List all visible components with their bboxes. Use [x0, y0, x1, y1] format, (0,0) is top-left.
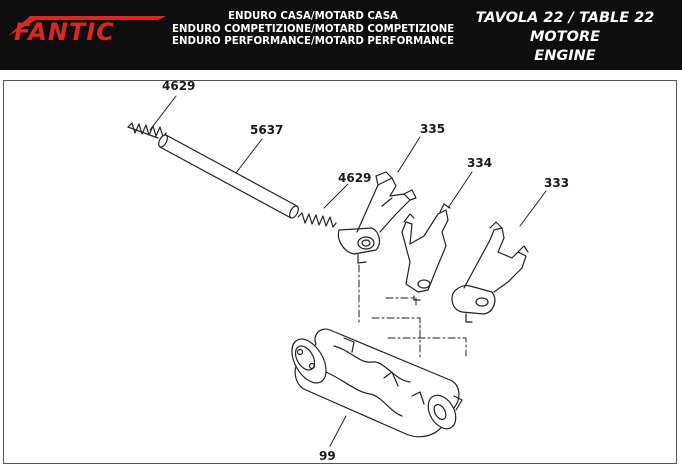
shift-fork-333 — [451, 221, 529, 323]
label-333: 333 — [544, 176, 569, 190]
section-italian: MOTORE — [529, 29, 601, 45]
label-4629-top: 4629 — [162, 79, 195, 93]
table-number: TAVOLA 22 / TABLE 22 — [475, 10, 655, 26]
label-99: 99 — [319, 449, 336, 463]
fantic-logo: FANTIC — [8, 16, 166, 46]
section-english: ENGINE — [534, 48, 596, 64]
spring-mid — [297, 212, 337, 228]
label-5637: 5637 — [250, 123, 283, 137]
model-list: ENDURO CASA/MOTARD CASA ENDURO COMPETIZI… — [172, 11, 454, 49]
model-line-3: ENDURO PERFORMANCE/MOTARD PERFORMANCE — [172, 36, 455, 47]
alignment-lines — [358, 264, 467, 361]
model-line-1: ENDURO CASA/MOTARD CASA — [228, 11, 398, 22]
logo-wordmark: FANTIC — [14, 18, 115, 46]
header-bar: FANTIC ENDURO CASA/MOTARD CASA ENDURO CO… — [0, 0, 682, 70]
shift-fork-335 — [337, 171, 417, 264]
shift-drum — [291, 328, 463, 438]
table-title: TAVOLA 22 / TABLE 22 MOTORE ENGINE — [452, 9, 678, 66]
shift-fork-334 — [401, 203, 451, 301]
label-334: 334 — [467, 156, 492, 170]
label-4629-mid: 4629 — [338, 171, 371, 185]
model-line-2: ENDURO COMPETIZIONE/MOTARD COMPETIZIONE — [172, 23, 455, 35]
label-335: 335 — [420, 122, 445, 136]
leader-lines — [149, 95, 547, 447]
spring-top — [127, 122, 167, 139]
logo-swoosh — [8, 16, 166, 36]
diagram-frame — [3, 80, 677, 464]
shift-shaft — [158, 134, 299, 219]
